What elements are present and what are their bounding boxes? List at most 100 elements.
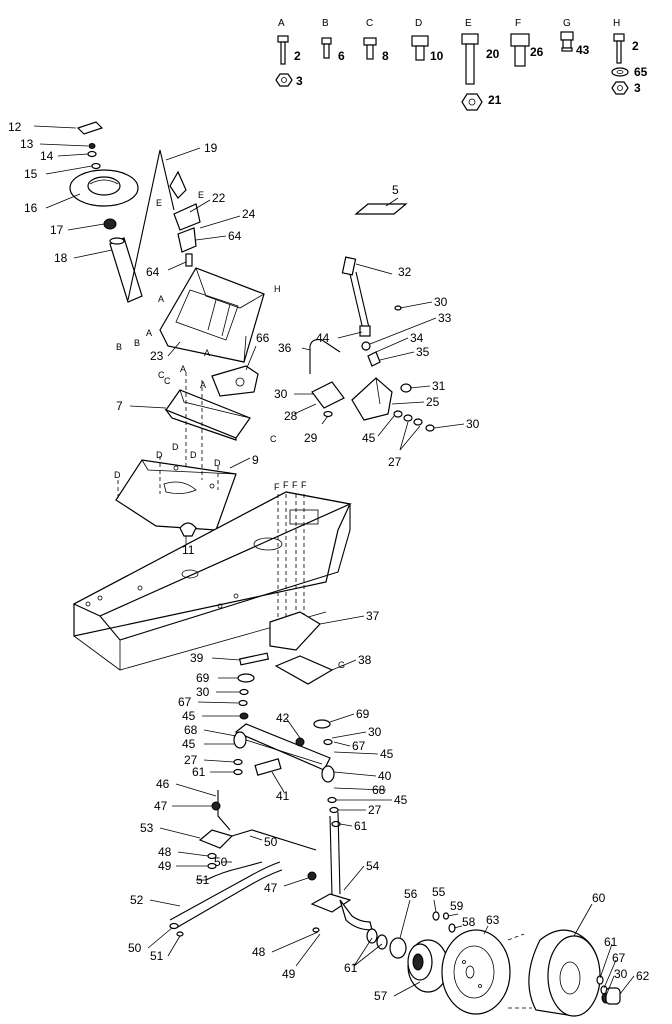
- ref-f3: F: [292, 480, 298, 490]
- callout-13: 13: [20, 137, 34, 151]
- callout-32: 32: [398, 265, 412, 279]
- hw-letter-h: H: [613, 18, 620, 29]
- callout-54: 54: [366, 859, 380, 873]
- front-axle-assembly: [169, 611, 373, 937]
- callout-68b: 68: [372, 783, 386, 797]
- ref-c2: C: [270, 434, 277, 444]
- callout-61b: 61: [354, 819, 368, 833]
- valve-55-part: [432, 911, 440, 921]
- bolt-b-icon: [321, 37, 332, 59]
- callout-61d: 61: [344, 961, 358, 975]
- callout-34: 34: [410, 331, 424, 345]
- callout-67c: 61: [604, 935, 618, 949]
- hw-nut-qty-e: 21: [488, 93, 502, 107]
- bolt-39-part: [238, 652, 270, 666]
- callout-7: 7: [116, 399, 123, 413]
- callout-47a: 47: [154, 799, 168, 813]
- washer-30-part: [425, 424, 435, 432]
- callout-50b: 50: [214, 855, 228, 869]
- hw-qty-b: 6: [338, 49, 345, 63]
- callout-22: 22: [212, 191, 226, 205]
- ref-f2: F: [283, 480, 289, 490]
- callout-30c: 30: [466, 417, 480, 431]
- callout-45d: 45: [380, 747, 394, 761]
- screw-59-part: [442, 912, 450, 920]
- callout-49a: 49: [158, 859, 172, 873]
- callout-42: 42: [276, 711, 290, 725]
- callout-67a: 67: [178, 695, 192, 709]
- pivot-41-part: [254, 758, 282, 776]
- pin-51-lower-part: [176, 931, 184, 937]
- spindle-46-part: [217, 790, 231, 831]
- reference-letters: E E A A A B B H C C A A C D D D D D F F …: [114, 190, 345, 670]
- nut-h-icon: [611, 81, 629, 95]
- callout-16: 16: [24, 201, 38, 215]
- bushing-part: [103, 218, 117, 230]
- dash-panel-part: [159, 267, 265, 363]
- pin-part: [185, 253, 193, 267]
- callout-55: 55: [432, 885, 446, 899]
- bracket-plate-part: [169, 170, 187, 199]
- axle-bracket-37-part: [269, 611, 321, 651]
- clip-11-part: [179, 522, 197, 537]
- callout-12: 12: [8, 120, 22, 134]
- callout-30b: 30: [274, 387, 288, 401]
- callout-27b: 27: [184, 753, 198, 767]
- shift-linkage-assembly: [309, 203, 435, 432]
- bolt-31-part: [400, 383, 412, 393]
- callout-69b: 69: [356, 707, 370, 721]
- callout-44: 44: [316, 331, 330, 345]
- ref-d5: D: [190, 450, 197, 460]
- block-28-part: [311, 381, 345, 409]
- cap-insert-part: [76, 121, 104, 135]
- hw-letter-d: D: [415, 18, 422, 29]
- shift-housing-part: [351, 377, 393, 421]
- knob-collar-part: [359, 325, 371, 337]
- spring-34-part: [367, 351, 381, 367]
- callout-45c: 45: [182, 737, 196, 751]
- callout-41: 41: [276, 789, 290, 803]
- shift-plate-5-part: [354, 203, 408, 215]
- callout-63: 63: [486, 913, 500, 927]
- callout-36: 36: [278, 341, 292, 355]
- callout-58: 58: [462, 915, 476, 929]
- hw-qty-a: 2: [294, 49, 301, 63]
- washer-61a-part: [366, 928, 378, 944]
- steering-wheel-assembly: [69, 121, 143, 303]
- plate-38-part: [274, 655, 334, 685]
- cap-61-left-part: [233, 768, 243, 776]
- spindle-54-part: [310, 811, 373, 931]
- pin-33-part: [361, 341, 371, 351]
- ref-g: G: [338, 660, 345, 670]
- callout-48a: 48: [158, 845, 172, 859]
- washer-67-wheel-part: [596, 975, 604, 985]
- fitting-47-right-part: [307, 871, 317, 881]
- shift-lever-part: [341, 256, 371, 335]
- ref-a4: A: [180, 364, 186, 374]
- ref-b1: B: [116, 342, 122, 352]
- callout-40: 40: [378, 769, 392, 783]
- hw-letter-b: B: [322, 18, 329, 29]
- callout-37: 37: [366, 609, 380, 623]
- callout-64a: 64: [228, 229, 242, 243]
- callout-30f: 30: [614, 967, 628, 981]
- callout-11: 11: [182, 543, 195, 557]
- tie-rod-51-part: [205, 861, 263, 881]
- hw-qty-d: 10: [430, 49, 444, 63]
- callout-52: 52: [130, 893, 144, 907]
- console-bracket-part: [164, 389, 251, 441]
- bolt-g-icon: [560, 31, 574, 52]
- console-assembly: [115, 149, 265, 537]
- front-axle-part: [233, 723, 335, 783]
- wheel-assembly: [366, 911, 621, 1017]
- drag-link-52-part: [169, 861, 281, 921]
- callout-30e: 30: [368, 725, 382, 739]
- callout-66: 66: [256, 331, 270, 345]
- ref-d1: D: [156, 450, 163, 460]
- callout-38: 38: [358, 653, 372, 667]
- hw-letter-f: F: [515, 18, 521, 29]
- bolt-e-icon: [461, 33, 479, 85]
- callout-69a: 69: [196, 671, 210, 685]
- ref-d2: D: [172, 442, 179, 452]
- callout-57: 57: [374, 989, 388, 1003]
